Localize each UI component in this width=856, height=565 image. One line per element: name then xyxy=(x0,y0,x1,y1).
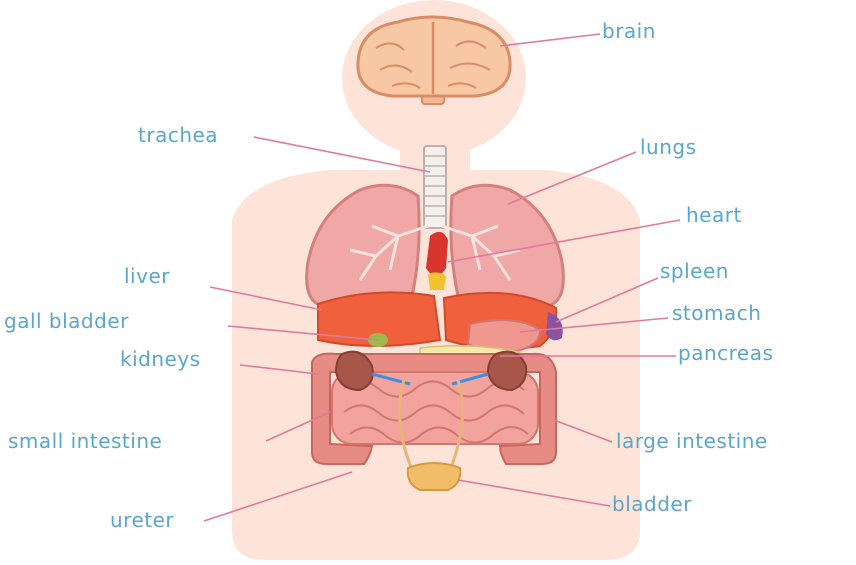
label-spleen: spleen xyxy=(660,259,729,283)
label-kidneys: kidneys xyxy=(120,347,201,371)
label-brain: brain xyxy=(602,19,656,43)
bladder-organ xyxy=(408,463,461,490)
label-large-intestine: large intestine xyxy=(616,429,768,453)
label-stomach: stomach xyxy=(672,301,761,325)
label-gall-bladder: gall bladder xyxy=(4,309,129,333)
label-liver: liver xyxy=(124,264,170,288)
label-ureter: ureter xyxy=(110,508,174,532)
label-pancreas: pancreas xyxy=(678,341,773,365)
trachea-organ xyxy=(424,146,446,228)
label-lungs: lungs xyxy=(640,135,697,159)
brain-organ xyxy=(358,17,510,104)
label-heart: heart xyxy=(686,203,742,227)
label-small-intestine: small intestine xyxy=(8,429,162,453)
label-bladder: bladder xyxy=(612,492,692,516)
label-trachea: trachea xyxy=(138,123,218,147)
